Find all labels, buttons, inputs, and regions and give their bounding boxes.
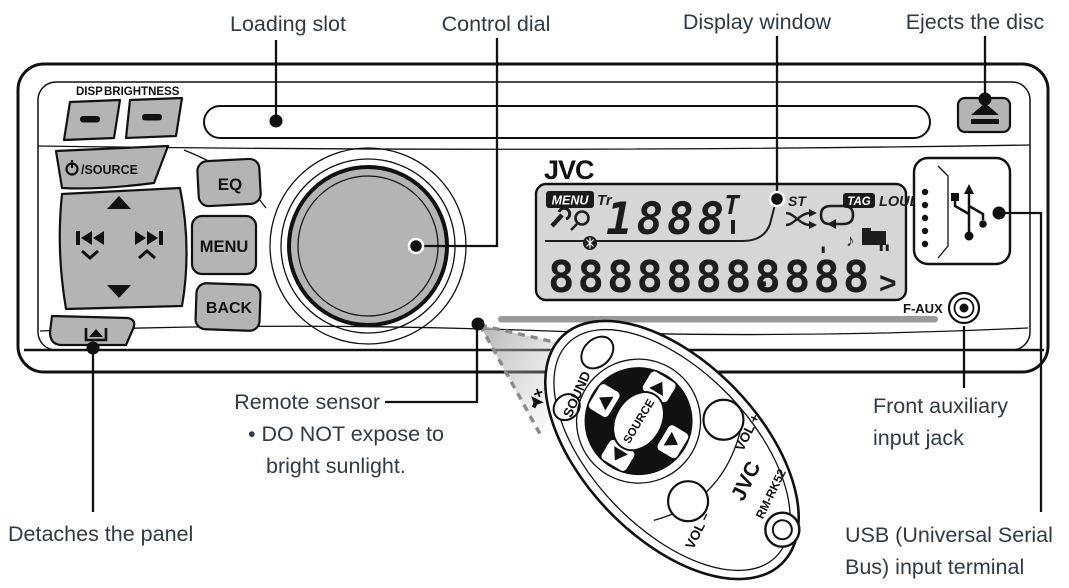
keyring-hole	[764, 511, 801, 548]
matrix-arrow: >	[879, 267, 897, 300]
faceplate: DISP BRIGHTNESS /SOURCE	[16, 62, 1050, 374]
next-track-icon	[135, 231, 163, 260]
remote-lower-contour	[653, 431, 741, 522]
volume-up-button	[702, 398, 745, 441]
ejects-disc-label: Ejects the disc	[906, 10, 1045, 34]
bluetooth-icon	[583, 236, 597, 250]
wrench-icon	[550, 206, 572, 228]
up-arrow-icon	[107, 196, 131, 209]
usb-cover-flap	[937, 165, 949, 259]
disp-label: DISP	[76, 86, 103, 98]
eject-icon	[971, 103, 999, 124]
mute-button	[552, 393, 581, 422]
disp-button-dash-icon	[80, 116, 100, 123]
music-note-icon: ♪	[846, 231, 855, 250]
panel-contour-bottom	[39, 325, 1029, 336]
down-arrow-icon	[107, 285, 131, 298]
brightness-button	[124, 96, 184, 140]
menu-indicator-badge	[546, 191, 594, 208]
detach-panel-icon	[84, 328, 108, 342]
pad-down-button	[655, 423, 690, 460]
tag-indicator-badge	[843, 193, 875, 208]
volume-down-button	[666, 480, 710, 523]
jvc-logo: JVC	[544, 155, 594, 185]
front-aux-label-line1: Front auxiliary	[873, 394, 1008, 418]
usb-label-line1: USB (Universal Serial	[845, 523, 1053, 547]
previous-track-icon	[76, 231, 104, 260]
usb-terminal	[912, 156, 1012, 266]
loading-slot-label: Loading slot	[230, 12, 346, 36]
eq-button: EQ	[196, 157, 262, 208]
segment-track-letter: T	[724, 191, 741, 221]
power-icon	[65, 160, 79, 176]
usb-icon	[951, 184, 987, 241]
pad-up-button	[587, 382, 622, 419]
usb-cover-dots	[921, 188, 929, 248]
display-window: MENU Tr 1888 T ST	[534, 182, 921, 303]
power-source-label: /SOURCE	[81, 163, 138, 177]
detach-panel-button	[48, 314, 136, 347]
display-window-label: Display window	[683, 10, 832, 34]
tag-indicator-label: TAG	[847, 196, 870, 208]
display-lower-strip	[498, 316, 938, 323]
front-aux-label-line2: input jack	[873, 426, 964, 450]
power-source-button: /SOURCE	[54, 144, 170, 190]
back-label: BACK	[206, 300, 253, 317]
remote-sensor-note-line1: • DO NOT expose to	[248, 422, 444, 446]
remote-sensor-note-line2: bright sunlight.	[266, 454, 406, 478]
source-button	[612, 391, 665, 452]
loud-indicator: LOUD	[879, 194, 921, 210]
folder-icon	[862, 228, 886, 245]
back-button: BACK	[194, 282, 262, 332]
brightness-button-dash-icon	[142, 114, 162, 121]
mute-icon	[531, 388, 544, 409]
matrix-apostrophe: '	[816, 242, 830, 270]
direction-pad	[58, 186, 188, 311]
eq-label: EQ	[218, 175, 243, 194]
f-aux-label: F-AUX	[903, 301, 943, 316]
panel-contour-top	[37, 144, 1031, 150]
matrix-row: 88888888888	[548, 252, 872, 303]
menu-label: MENU	[200, 238, 249, 256]
remote-body-inner	[553, 328, 791, 572]
matrix-colon: :	[756, 263, 772, 293]
remote-sensor-label: Remote sensor	[234, 390, 380, 414]
sound-button	[580, 335, 615, 370]
menu-button: MENU	[190, 214, 258, 276]
control-dial-label: Control dial	[442, 12, 551, 36]
remote-control: SOUND	[531, 319, 801, 581]
loading-slot	[203, 105, 931, 139]
matrix-quote: "	[877, 240, 891, 268]
display-divider	[545, 192, 779, 242]
stereo-indicator: ST	[788, 193, 807, 209]
callouts: Loading slot Control dial Display window…	[8, 10, 1053, 579]
source-pad: SOURCE	[575, 358, 702, 484]
front-aux-jack: F-AUX	[903, 291, 981, 325]
detaches-panel-label: Detaches the panel	[8, 522, 193, 546]
segment-digits: 1888	[606, 194, 728, 245]
track-indicator-label: Tr	[597, 192, 613, 209]
brightness-label: BRIGHTNESS	[104, 86, 180, 98]
menu-indicator-label: MENU	[552, 194, 590, 208]
disp-button	[62, 98, 122, 142]
search-icon	[570, 210, 590, 231]
shuffle-icon	[785, 209, 817, 229]
segment-tick	[731, 220, 735, 234]
usb-label-line2: Bus) input terminal	[845, 555, 1024, 579]
